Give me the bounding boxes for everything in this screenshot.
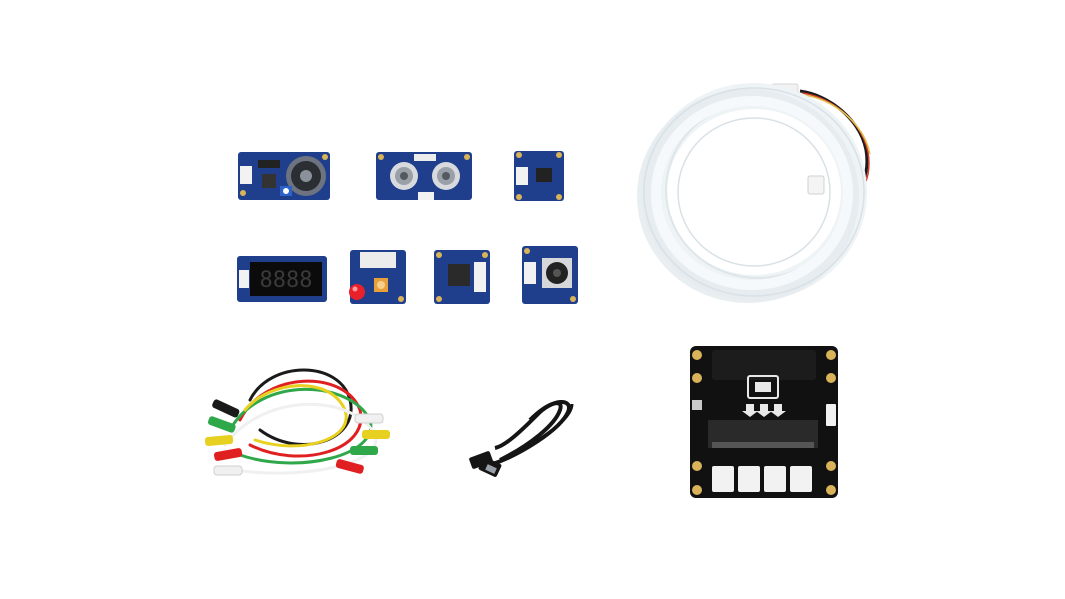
digit-display-module-icon: 8888 xyxy=(237,256,327,302)
ultrasonic-module-icon xyxy=(376,152,472,200)
usb-cable-icon xyxy=(469,400,574,477)
speaker-module-icon xyxy=(238,152,330,200)
sensor-module-icon xyxy=(514,151,564,201)
led-module-icon xyxy=(349,250,406,304)
accelerometer-module-icon xyxy=(434,250,490,304)
expansion-board-icon xyxy=(690,346,838,498)
rotary-module-icon xyxy=(522,246,578,304)
display-digits: 8888 xyxy=(260,268,313,293)
alligator-clip-cables-icon xyxy=(204,368,390,476)
led-strip-icon xyxy=(637,83,871,303)
